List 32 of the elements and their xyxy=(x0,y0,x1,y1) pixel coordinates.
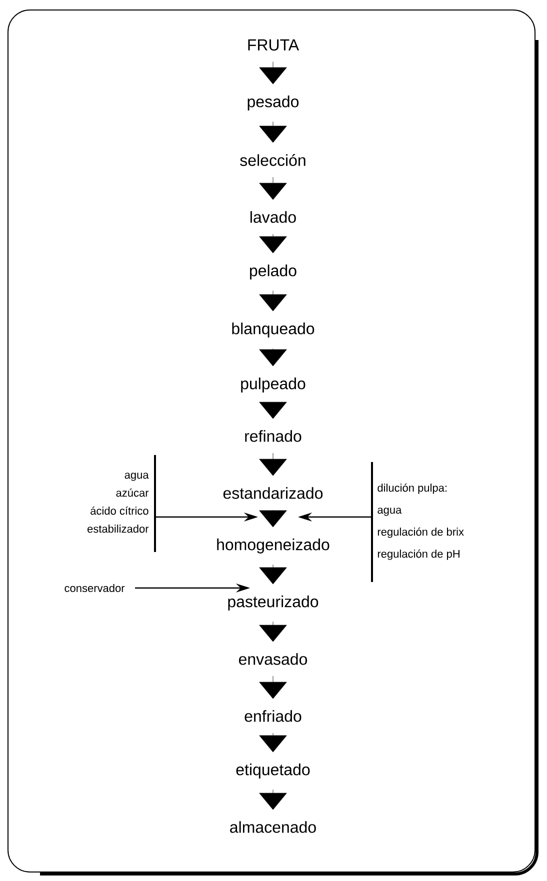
flow-arrow xyxy=(259,121,287,143)
input-list: agua azúcar ácido cítrico estabilizador xyxy=(88,455,156,552)
flow-arrow xyxy=(259,234,287,254)
step-label: selección xyxy=(240,154,306,166)
flow-arrow xyxy=(259,676,287,699)
flow-arrow xyxy=(259,402,287,419)
step-label: blanqueado xyxy=(232,322,314,338)
flow-arrow xyxy=(259,510,287,528)
flow-arrow xyxy=(259,732,287,752)
flow-arrow xyxy=(259,176,287,200)
flow-arrow xyxy=(259,789,287,810)
step-label: enfriado xyxy=(244,710,302,722)
flow-arrow xyxy=(259,348,287,366)
step-label: refinado xyxy=(245,430,302,442)
step-label: etiquetado xyxy=(236,764,310,778)
flow-arrow xyxy=(259,62,287,84)
input-label: conservador xyxy=(64,584,125,592)
step-label: homogeneizado xyxy=(217,538,330,554)
step-label: almacenado xyxy=(230,821,316,833)
step-label: envasado xyxy=(238,653,307,665)
step-label: pulpeado xyxy=(241,378,306,392)
step-label: estandarizado xyxy=(223,487,323,499)
step-label: pelado xyxy=(250,264,296,280)
step-label: lavado xyxy=(250,211,296,223)
flow-arrow xyxy=(259,290,287,312)
step-label: pesado xyxy=(248,96,299,110)
step-label: FRUTA xyxy=(248,39,300,51)
flow-arrow xyxy=(259,452,287,476)
flow-arrow xyxy=(259,564,287,584)
step-label: pasteurizado xyxy=(228,596,318,610)
input-list: dilución pulpa: agua regulación de brix regulación de pH xyxy=(371,462,464,582)
flow-arrow xyxy=(259,621,287,642)
